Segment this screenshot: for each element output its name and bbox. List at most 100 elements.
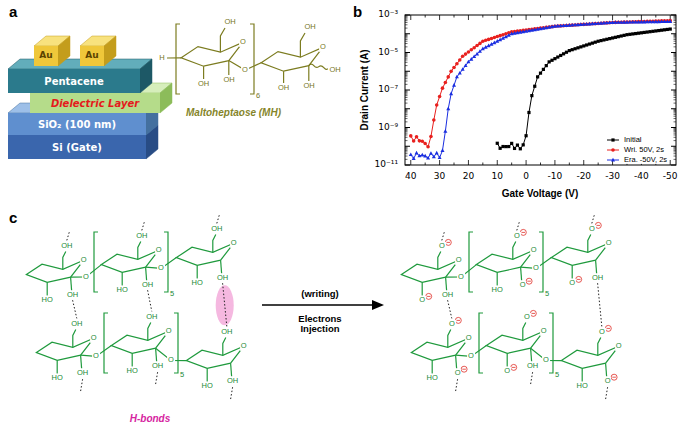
charge-circle: [511, 364, 517, 370]
y-minor-tick: [405, 55, 676, 56]
x-tick: [655, 15, 656, 165]
hydroxyl-group: OH: [66, 291, 79, 299]
y-minor-tick: [405, 109, 676, 110]
data-marker: [415, 135, 419, 139]
y-minor-tick: [405, 94, 676, 95]
x-tick: [540, 15, 541, 165]
hydroxyl-group: OH: [210, 225, 223, 233]
hydroxyl-group: O: [604, 377, 612, 385]
data-marker: [432, 118, 436, 122]
data-marker: [522, 143, 525, 146]
device-stack: [8, 36, 172, 159]
data-marker: [648, 30, 651, 33]
data-marker: [663, 28, 666, 31]
charge-circle: [576, 276, 582, 282]
negative-charge: [526, 278, 532, 284]
layer-label: Au: [39, 51, 52, 61]
bond: [497, 272, 498, 285]
hydrogen-bond: [67, 230, 70, 240]
hydroxyl-group: OH: [328, 66, 341, 74]
ring-oxygen: O: [455, 256, 463, 264]
x-tick: [598, 15, 599, 165]
tick-label: 10⁻⁵: [377, 48, 399, 58]
data-marker: [571, 48, 574, 51]
gate-layer: Si (Gate): [8, 135, 146, 159]
y-minor-tick: [405, 17, 676, 18]
glucose-ring: [411, 338, 468, 360]
charge-circle: [445, 239, 451, 245]
data-marker: [539, 72, 542, 75]
data-marker: [499, 147, 502, 150]
y-minor-tick: [405, 46, 676, 47]
bond: [448, 329, 451, 347]
data-marker: [556, 55, 559, 58]
data-marker: [524, 134, 527, 137]
process-arrow-line: [262, 304, 374, 306]
repeat-bracket: [164, 232, 168, 292]
hydrogen-bond: [73, 300, 77, 318]
curve: [496, 27, 672, 150]
negative-charge: [426, 293, 432, 299]
y-minor-tick: [405, 59, 676, 60]
data-marker: [631, 32, 634, 35]
glycosidic-oxygen: O: [467, 352, 475, 360]
hydroxyl-group: O: [588, 225, 596, 233]
hydroxyl-group: HO: [41, 296, 54, 304]
y-tick: [405, 90, 676, 91]
data-marker: [467, 50, 471, 54]
tick-label: 10⁻⁹: [377, 123, 399, 133]
bond: [231, 363, 232, 376]
data-marker: [605, 38, 608, 41]
ring-oxygen: O: [605, 239, 613, 247]
data-marker: [591, 42, 594, 45]
data-marker: [634, 32, 637, 35]
glucose-ring: [181, 42, 243, 66]
data-marker: [441, 86, 445, 90]
data-marker: [452, 66, 456, 70]
tick-label: 30: [433, 172, 446, 182]
x-tick: [482, 15, 483, 165]
bond: [446, 277, 447, 290]
data-marker: [470, 48, 474, 52]
highlight-label: H-bonds: [129, 413, 172, 424]
layer-side-face: [140, 59, 152, 93]
glucose-ring: [36, 338, 93, 360]
data-marker: [510, 142, 513, 145]
y-tick: [405, 108, 676, 109]
hydrogen-bond: [517, 220, 520, 230]
data-marker: [519, 147, 522, 150]
layer-label: Dielectric Layer: [51, 98, 139, 109]
x-tick: [439, 15, 440, 165]
hydrogen-bond: [456, 379, 458, 391]
bond: [606, 363, 607, 376]
y-minor-tick: [405, 95, 676, 96]
data-marker: [472, 46, 476, 50]
curve-line: [411, 22, 670, 159]
legend-label: Wri. 50V, 2s: [623, 146, 665, 154]
data-marker: [646, 30, 649, 33]
data-marker: [611, 148, 615, 152]
glycosidic-oxygen: O: [82, 273, 90, 281]
semiconductor-layer: Pentacene: [8, 69, 140, 93]
data-marker: [611, 138, 614, 141]
layer-label: Si (Gate): [52, 142, 102, 153]
hydroxyl-group: HO: [426, 374, 439, 382]
layer-side-face: [160, 83, 172, 113]
bond: [57, 360, 58, 373]
hydroxyl-group: O: [454, 369, 462, 377]
data-marker: [420, 139, 424, 143]
repeat-bracket: [539, 232, 543, 292]
hydroxyl-group: OH: [141, 281, 154, 289]
y-minor-tick: [405, 53, 676, 54]
bond: [300, 33, 305, 57]
repeat-bracket: [469, 232, 473, 292]
hydroxyl-group: OH: [135, 232, 148, 240]
tick-label: 20: [462, 172, 475, 182]
y-minor-tick: [405, 56, 676, 57]
x-tick: [554, 15, 555, 165]
data-marker: [423, 142, 427, 146]
legend-label: Era. -50V, 2s: [623, 156, 668, 164]
hydroxyl-group: O: [513, 232, 521, 240]
glycosidic-oxygen: O: [457, 273, 465, 281]
